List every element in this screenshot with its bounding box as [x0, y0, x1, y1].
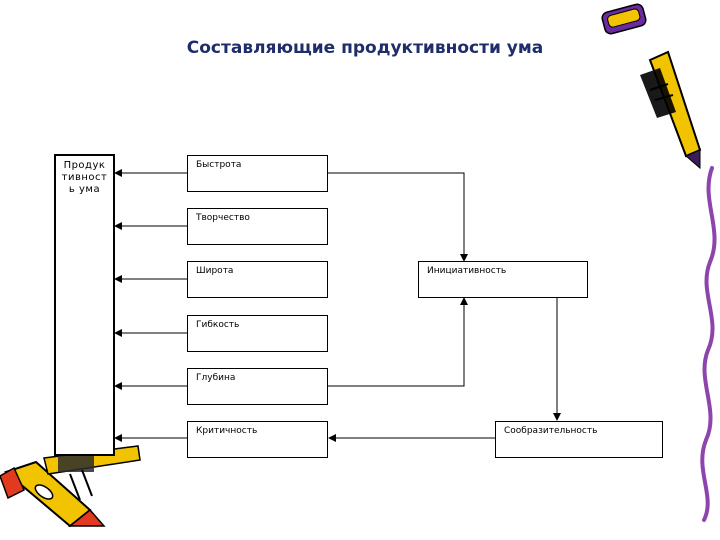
- main-node-label-line-1: Продук: [63, 160, 106, 171]
- main-node-label-line-2: тивност: [61, 172, 108, 183]
- wavy-line-icon: [700, 166, 717, 522]
- arrow-speed-to-initiative: [328, 172, 468, 262]
- node-flexibility: Гибкость: [187, 315, 328, 352]
- node-criticality: Критичность: [187, 421, 328, 458]
- node-creativity: Творчество: [187, 208, 328, 245]
- arrow-depth-to-initiative: [328, 297, 468, 387]
- node-speed: Быстрота: [187, 155, 328, 192]
- node-breadth: Широта: [187, 261, 328, 298]
- main-node-label-line-3: ь ума: [68, 184, 101, 195]
- node-resourcefulness: Сообразительность: [495, 421, 663, 458]
- node-initiative: Инициативность: [418, 261, 588, 298]
- pencil-icon: [0, 445, 141, 528]
- main-node-productivity: Продук тивност ь ума: [54, 154, 115, 456]
- diagram-title: Составляющие продуктивности ума: [186, 38, 544, 58]
- pencil-icon: [601, 3, 702, 170]
- node-depth: Глубина: [187, 368, 328, 405]
